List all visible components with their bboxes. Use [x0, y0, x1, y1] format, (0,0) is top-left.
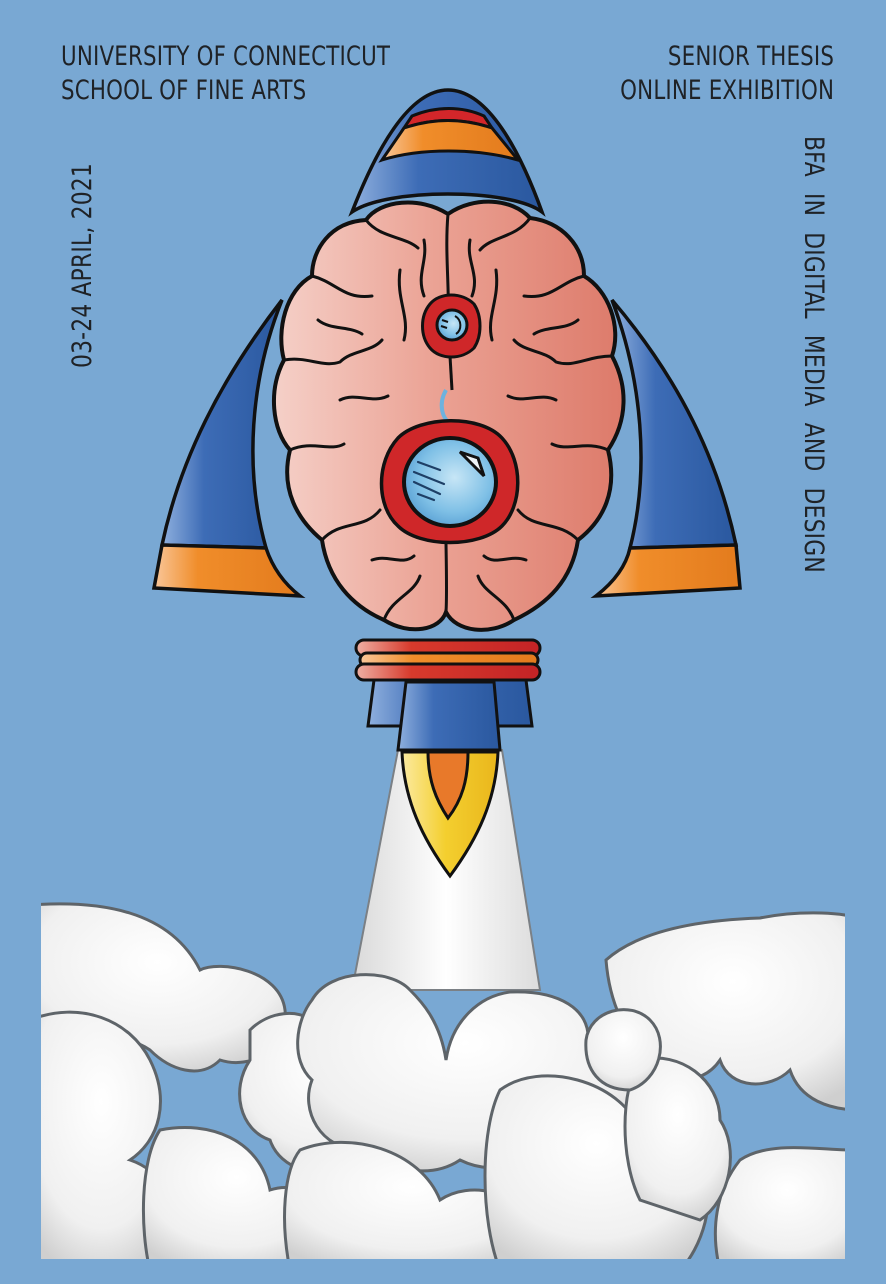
- brain-body: [272, 199, 626, 632]
- rocket-rings: [354, 638, 542, 682]
- program-name: BFA IN DIGITAL MEDIA AND DESIGN: [798, 136, 829, 573]
- porthole-small: [421, 293, 482, 426]
- institution-line-1: UNIVERSITY OF CONNECTICUT: [61, 41, 391, 72]
- nose-cone: [348, 88, 546, 217]
- right-fin: [590, 298, 742, 599]
- exhibition-dates: 03-24 APRIL, 2021: [67, 163, 98, 368]
- event-line-2: ONLINE EXHIBITION: [620, 75, 834, 106]
- flame-icon: [400, 750, 500, 879]
- rocket-nozzle: [366, 678, 534, 752]
- porthole-large: [379, 419, 520, 545]
- institution-line-2: SCHOOL OF FINE ARTS: [61, 75, 307, 106]
- smoke-clouds: [41, 902, 845, 1259]
- event-heading: SENIOR THESIS ONLINE EXHIBITION: [620, 40, 834, 108]
- left-fin: [151, 298, 306, 599]
- event-line-1: SENIOR THESIS: [667, 41, 834, 72]
- institution-heading: UNIVERSITY OF CONNECTICUT SCHOOL OF FINE…: [61, 40, 390, 108]
